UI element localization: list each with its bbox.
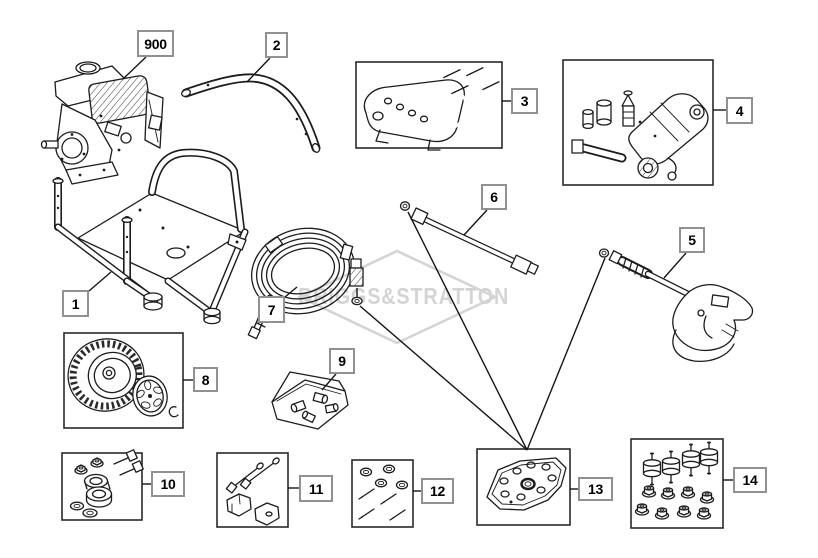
callout-3[interactable]: 3 xyxy=(511,88,538,114)
engine-part xyxy=(40,61,164,185)
handle-hardware-part xyxy=(216,452,289,528)
pump-part xyxy=(562,59,714,186)
skid-plate-part xyxy=(355,61,503,151)
frame-part xyxy=(52,148,249,325)
callout-12[interactable]: 12 xyxy=(421,478,454,504)
base-tray-part xyxy=(476,448,571,526)
callout-4[interactable]: 4 xyxy=(726,97,753,124)
callout-900[interactable]: 900 xyxy=(137,30,174,57)
callout-1[interactable]: 1 xyxy=(62,290,89,317)
mount-kit-part xyxy=(630,438,724,529)
leader-lines xyxy=(88,56,733,492)
callout-7[interactable]: 7 xyxy=(258,296,285,323)
callout-5[interactable]: 5 xyxy=(679,227,705,253)
callout-14[interactable]: 14 xyxy=(733,467,767,493)
callout-11[interactable]: 11 xyxy=(299,475,333,502)
axle-hardware-part xyxy=(61,449,144,521)
lance-part xyxy=(399,201,539,275)
callout-8[interactable]: 8 xyxy=(193,367,218,392)
callout-13[interactable]: 13 xyxy=(578,477,613,501)
callout-10[interactable]: 10 xyxy=(151,471,185,497)
callout-2[interactable]: 2 xyxy=(265,32,288,58)
fastener-kit-part xyxy=(351,459,414,528)
callout-6[interactable]: 6 xyxy=(481,184,507,210)
nozzle-kit-part xyxy=(271,371,349,430)
callout-9[interactable]: 9 xyxy=(329,348,355,374)
gun-part xyxy=(598,248,754,362)
handle-part xyxy=(180,73,321,153)
wheel-part xyxy=(63,332,184,429)
